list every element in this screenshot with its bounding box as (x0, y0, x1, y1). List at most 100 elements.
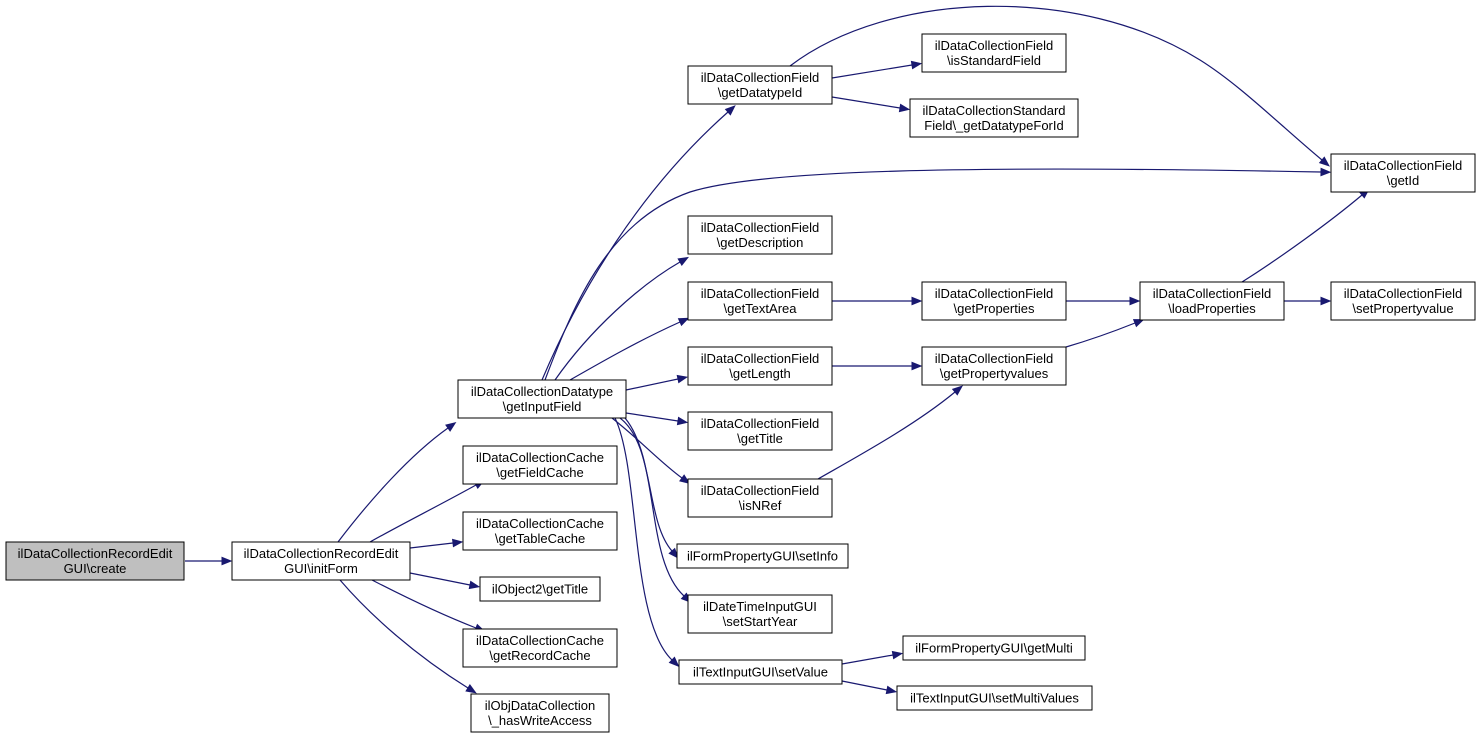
node-box[interactable] (462, 445, 618, 485)
node-box[interactable] (921, 346, 1067, 386)
node-getProperties[interactable]: ilDataCollectionField\getProperties (921, 281, 1067, 321)
edge-line (337, 427, 449, 543)
node-fieldGetTitle[interactable]: ilDataCollectionField\getTitle (687, 411, 833, 451)
node-box[interactable] (921, 33, 1067, 73)
node-setMultiValues[interactable]: ilTextInputGUI\setMultiValues (896, 685, 1093, 711)
node-getDatatypeId[interactable]: ilDataCollectionField\getDatatypeId (687, 65, 833, 105)
node-getTableCache[interactable]: ilDataCollectionCache\getTableCache (462, 511, 618, 551)
node-setPropertyvalue[interactable]: ilDataCollectionField\setPropertyvalue (1330, 281, 1476, 321)
node-setValue[interactable]: ilTextInputGUI\setValue (678, 659, 843, 685)
arrowhead-icon (898, 103, 911, 113)
node-getInputField[interactable]: ilDataCollectionDatatype\getInputField (457, 379, 627, 419)
arrowhead-icon (1132, 319, 1145, 328)
node-label-line: ilDateTimeInputGUI (703, 599, 817, 614)
node-label-line: \_hasWriteAccess (488, 713, 592, 728)
node-box[interactable] (1330, 153, 1476, 193)
arrowhead-icon (1129, 296, 1141, 306)
node-getLength[interactable]: ilDataCollectionField\getLength (687, 346, 833, 386)
node-box[interactable] (687, 215, 833, 255)
edge-line (409, 572, 471, 586)
node-box[interactable] (462, 511, 618, 551)
edge-getInputField-to-getDescription (554, 256, 689, 381)
edge-initForm-to-getTableCache (409, 538, 464, 549)
arrowhead-icon (668, 547, 679, 559)
node-getId[interactable]: ilDataCollectionField\getId (1330, 153, 1476, 193)
node-getMulti[interactable]: ilFormPropertyGUI\getMulti (902, 635, 1086, 661)
arrowhead-icon (676, 416, 689, 426)
edge-getInputField-to-isNRef (611, 417, 691, 485)
node-label-line: ilObject2\getTitle (492, 582, 588, 597)
node-label-line: GUI\initForm (284, 561, 358, 576)
node-loadProperties[interactable]: ilDataCollectionField\loadProperties (1139, 281, 1285, 321)
node-setInfo[interactable]: ilFormPropertyGUI\setInfo (676, 543, 849, 569)
node-getDescription[interactable]: ilDataCollectionField\getDescription (687, 215, 833, 255)
node-box[interactable] (687, 411, 833, 451)
node-box[interactable] (457, 379, 627, 419)
arrowhead-icon (465, 684, 477, 694)
node-box[interactable] (902, 635, 1086, 661)
node-setStartYear[interactable]: ilDateTimeInputGUI\setStartYear (687, 594, 833, 634)
node-box[interactable] (470, 693, 610, 733)
node-box[interactable] (1139, 281, 1285, 321)
node-box[interactable] (5, 541, 185, 581)
node-label-line: ilDataCollectionField (701, 286, 820, 301)
arrowhead-icon (911, 296, 923, 306)
node-label-line: \getDatatypeId (718, 85, 803, 100)
edge-line (369, 484, 477, 543)
node-box[interactable] (462, 628, 618, 668)
node-box[interactable] (1330, 281, 1476, 321)
node-label-line: ilDataCollectionRecordEdit (18, 546, 173, 561)
node-box[interactable] (678, 659, 843, 685)
edge-line (841, 654, 894, 665)
edge-initForm-to-obj2GetTitle (409, 572, 481, 590)
node-obj2GetTitle[interactable]: ilObject2\getTitle (479, 576, 601, 602)
edge-setValue-to-getMulti (841, 650, 904, 665)
edge-getDatatypeId-to-getDatatypeForId (831, 96, 911, 113)
edge-line (554, 261, 681, 381)
node-hasWriteAccess[interactable]: ilObjDataCollection\_hasWriteAccess (470, 693, 610, 733)
node-label-line: \getTextArea (724, 301, 798, 316)
node-box[interactable] (687, 478, 833, 518)
node-box[interactable] (231, 541, 411, 581)
arrowhead-icon (679, 474, 691, 485)
node-getTextArea[interactable]: ilDataCollectionField\getTextArea (687, 281, 833, 321)
node-getPropertyvalues[interactable]: ilDataCollectionField\getPropertyvalues (921, 346, 1067, 386)
edge-line (544, 168, 1322, 381)
node-box[interactable] (687, 65, 833, 105)
edge-initForm-to-getInputField (337, 422, 457, 543)
node-label-line: \setStartYear (723, 614, 798, 629)
arrowhead-icon (910, 60, 923, 70)
node-box[interactable] (909, 98, 1079, 138)
node-box[interactable] (687, 594, 833, 634)
edge-getInputField-to-setStartYear (624, 417, 692, 604)
node-box[interactable] (896, 685, 1093, 711)
edge-initForm-to-getRecordCache (371, 579, 486, 632)
edge-getDatatypeId-to-getId (789, 5, 1330, 167)
node-box[interactable] (479, 576, 601, 602)
edge-loadProperties-to-getId (1241, 188, 1370, 283)
edge-initForm-to-hasWriteAccess (339, 579, 477, 694)
node-getRecordCache[interactable]: ilDataCollectionCache\getRecordCache (462, 628, 618, 668)
node-box[interactable] (687, 346, 833, 386)
edge-line (841, 680, 888, 691)
node-getFieldCache[interactable]: ilDataCollectionCache\getFieldCache (462, 445, 618, 485)
node-box[interactable] (676, 543, 849, 569)
node-label-line: \isStandardField (947, 53, 1041, 68)
node-isNRef[interactable]: ilDataCollectionField\isNRef (687, 478, 833, 518)
edge-line (619, 417, 673, 552)
node-box[interactable] (687, 281, 833, 321)
arrowhead-icon (891, 650, 904, 660)
node-box[interactable] (921, 281, 1067, 321)
node-isStandardField[interactable]: ilDataCollectionField\isStandardField (921, 33, 1067, 73)
node-label-line: ilFormPropertyGUI\getMulti (915, 641, 1073, 656)
node-label-line: ilFormPropertyGUI\setInfo (687, 549, 838, 564)
node-label-line: ilDataCollectionCache (476, 516, 604, 531)
node-getDatatypeForId[interactable]: ilDataCollectionStandardField\_getDataty… (909, 98, 1079, 138)
node-label-line: ilDataCollectionDatatype (471, 384, 613, 399)
node-label-line: \getRecordCache (489, 648, 590, 663)
node-label-line: \getTitle (737, 431, 783, 446)
edge-line (614, 417, 673, 661)
edge-getPropertyvalues-to-loadProperties (1065, 319, 1145, 348)
